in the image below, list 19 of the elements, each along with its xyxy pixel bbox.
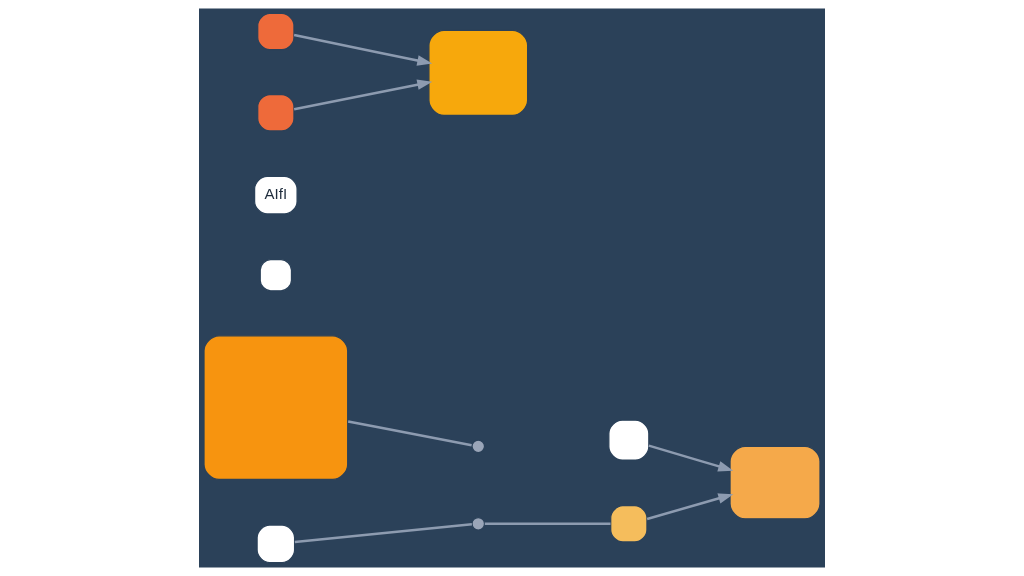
node-box [203, 335, 349, 481]
arrow [648, 444, 734, 472]
node-box [257, 94, 295, 132]
arrow [293, 33, 433, 66]
node-box [257, 12, 295, 51]
node-box [256, 524, 296, 564]
arrow [646, 493, 734, 521]
connector [294, 523, 472, 544]
node-circle [471, 439, 486, 454]
node-box [608, 419, 650, 461]
node-box [428, 29, 529, 116]
connector [484, 522, 611, 526]
node-box [610, 505, 648, 543]
node-circle [471, 516, 486, 531]
node-box [729, 445, 821, 520]
arrow [293, 79, 433, 111]
connector [347, 420, 472, 447]
node-box [259, 258, 293, 292]
node-box: AIfI [253, 175, 298, 215]
